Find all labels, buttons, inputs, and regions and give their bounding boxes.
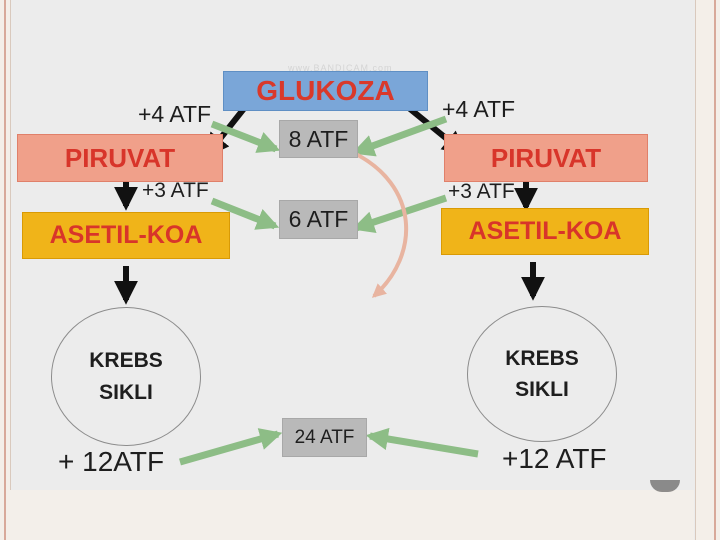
green-arrow-to-8atf-left <box>210 120 281 153</box>
green-arrow-to-8atf-right <box>351 115 448 157</box>
glukoza-box: GLUKOZA <box>223 71 428 111</box>
atf-6-box: 6 ATF <box>279 200 358 239</box>
plus4-atf-left-label: +4 ATF <box>138 101 212 127</box>
piruvat-right-box: PIRUVAT <box>444 134 648 182</box>
green-arrow-to-6atf-right <box>351 194 448 233</box>
krebs-right-line1: KREBS <box>505 346 579 370</box>
plus4-atf-right-label: +4 ATF <box>442 96 516 122</box>
piruvat-left-box: PIRUVAT <box>17 134 223 182</box>
frame-line-right <box>714 0 716 540</box>
krebs-cycle-left: KREBS SIKLI <box>51 307 201 446</box>
curved-return-arrow <box>351 150 409 298</box>
frame-line-left <box>4 0 6 540</box>
plus12-atf-right-label: +12 ATF <box>502 443 607 474</box>
plus12-atf-left-label: + 12ATF <box>58 446 165 477</box>
green-arrow-to-24atf-right <box>365 427 479 458</box>
asetil-koa-left-box: ASETIL-KOA <box>22 212 230 259</box>
atf-8-box: 8 ATF <box>279 120 358 158</box>
slide-footer-area <box>10 490 694 540</box>
asetil-koa-right-box: ASETIL-KOA <box>441 208 649 255</box>
krebs-cycle-right: KREBS SIKLI <box>467 306 617 442</box>
atf-24-box: 24 ATF <box>282 418 367 457</box>
recording-watermark: www.BANDICAM.com <box>288 63 393 73</box>
green-arrow-to-24atf-left <box>179 428 283 466</box>
corner-decoration <box>650 480 680 492</box>
green-arrow-to-6atf-left <box>210 197 280 230</box>
krebs-left-line2: SIKLI <box>99 380 153 404</box>
krebs-right-line2: SIKLI <box>515 378 569 401</box>
plus3-atf-right-label: +3 ATF <box>448 180 515 203</box>
plus3-atf-left-label: +3 ATF <box>142 179 209 202</box>
krebs-left-line1: KREBS <box>89 349 163 372</box>
